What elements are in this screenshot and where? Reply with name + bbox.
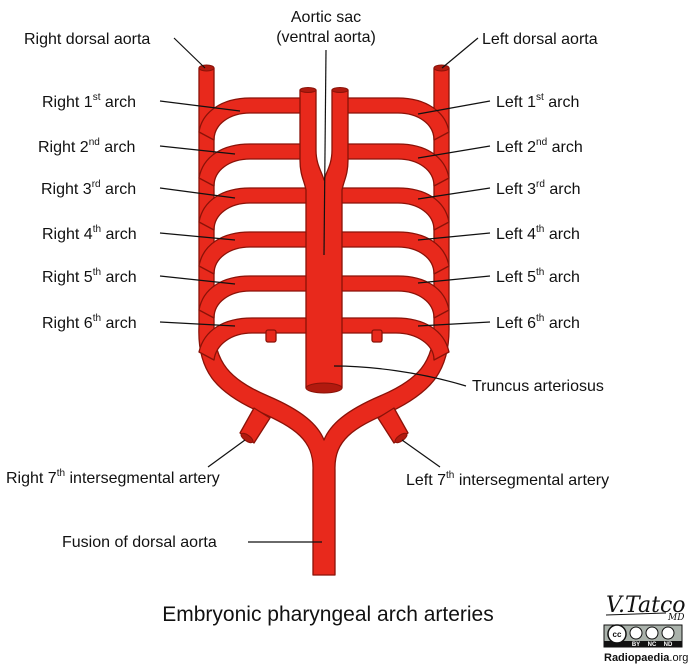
license-by: BY — [632, 642, 640, 648]
label-ventral-aorta: (ventral aorta) — [276, 29, 376, 46]
author-suffix: MD — [667, 613, 684, 623]
label-fusion-dorsal-aorta: Fusion of dorsal aorta — [62, 534, 217, 551]
labels: Right dorsal aorta Aortic sac (ventral a… — [6, 9, 609, 551]
label-truncus-arteriosus: Truncus arteriosus — [472, 378, 604, 395]
svg-text:cc: cc — [613, 630, 622, 639]
label-left-arch-1: Left 1st arch — [496, 92, 579, 111]
license-nd: ND — [664, 642, 673, 648]
site-credit: Radiopaedia.org — [604, 652, 688, 664]
label-aortic-sac: Aortic sac — [291, 9, 361, 26]
nc-icon — [645, 626, 659, 640]
truncus-opening — [305, 382, 343, 394]
left-arch-5 — [335, 275, 450, 319]
left-arch-1 — [339, 97, 450, 141]
right-arch-2 — [198, 143, 313, 187]
right-arch-1 — [198, 97, 309, 141]
right-dorsal-opening — [198, 64, 215, 72]
vessels — [198, 67, 450, 576]
diagram-title: Embryonic pharyngeal arch arteries — [162, 603, 494, 626]
label-right-7th-intersegmental: Right 7th intersegmental artery — [6, 468, 220, 487]
author-credit: V.Tatco MD — [605, 593, 686, 623]
label-right-arch-1: Right 1st arch — [42, 92, 136, 111]
right-6th-stub — [265, 329, 277, 343]
leader-lines — [159, 37, 491, 543]
label-right-arch-4: Right 4th arch — [42, 224, 137, 243]
label-left-arch-6: Left 6th arch — [496, 313, 580, 332]
label-left-arch-5: Left 5th arch — [496, 267, 580, 286]
label-right-arch-2: Right 2nd arch — [38, 137, 135, 156]
label-left-arch-2: Left 2nd arch — [496, 137, 583, 156]
label-left-7th-intersegmental: Left 7th intersegmental artery — [406, 470, 609, 489]
label-left-dorsal-aorta: Left dorsal aorta — [482, 31, 598, 48]
dorsal-aorta-system — [198, 67, 450, 576]
left-arch-2 — [335, 143, 450, 187]
label-right-arch-3: Right 3rd arch — [41, 179, 136, 198]
license-nc: NC — [648, 642, 657, 648]
left-arch-3 — [335, 187, 450, 231]
right-arch-3 — [198, 187, 313, 231]
sac-right-opening — [299, 87, 317, 93]
label-right-arch-5: Right 5th arch — [42, 267, 137, 286]
right-arch-6 — [198, 317, 313, 361]
left-6th-stub — [371, 329, 383, 343]
cc-icon — [607, 624, 627, 644]
label-right-arch-6: Right 6th arch — [42, 313, 137, 332]
vessel-openings — [198, 64, 450, 444]
label-left-arch-3: Left 3rd arch — [496, 179, 581, 198]
label-right-dorsal-aorta: Right dorsal aorta — [24, 31, 150, 48]
sac-left-opening — [331, 87, 349, 93]
label-left-arch-4: Left 4th arch — [496, 224, 580, 243]
nd-icon — [661, 626, 675, 640]
cc-license-badge: cc BY NC ND — [603, 624, 683, 648]
by-icon — [629, 626, 643, 640]
left-dorsal-opening — [433, 64, 450, 72]
